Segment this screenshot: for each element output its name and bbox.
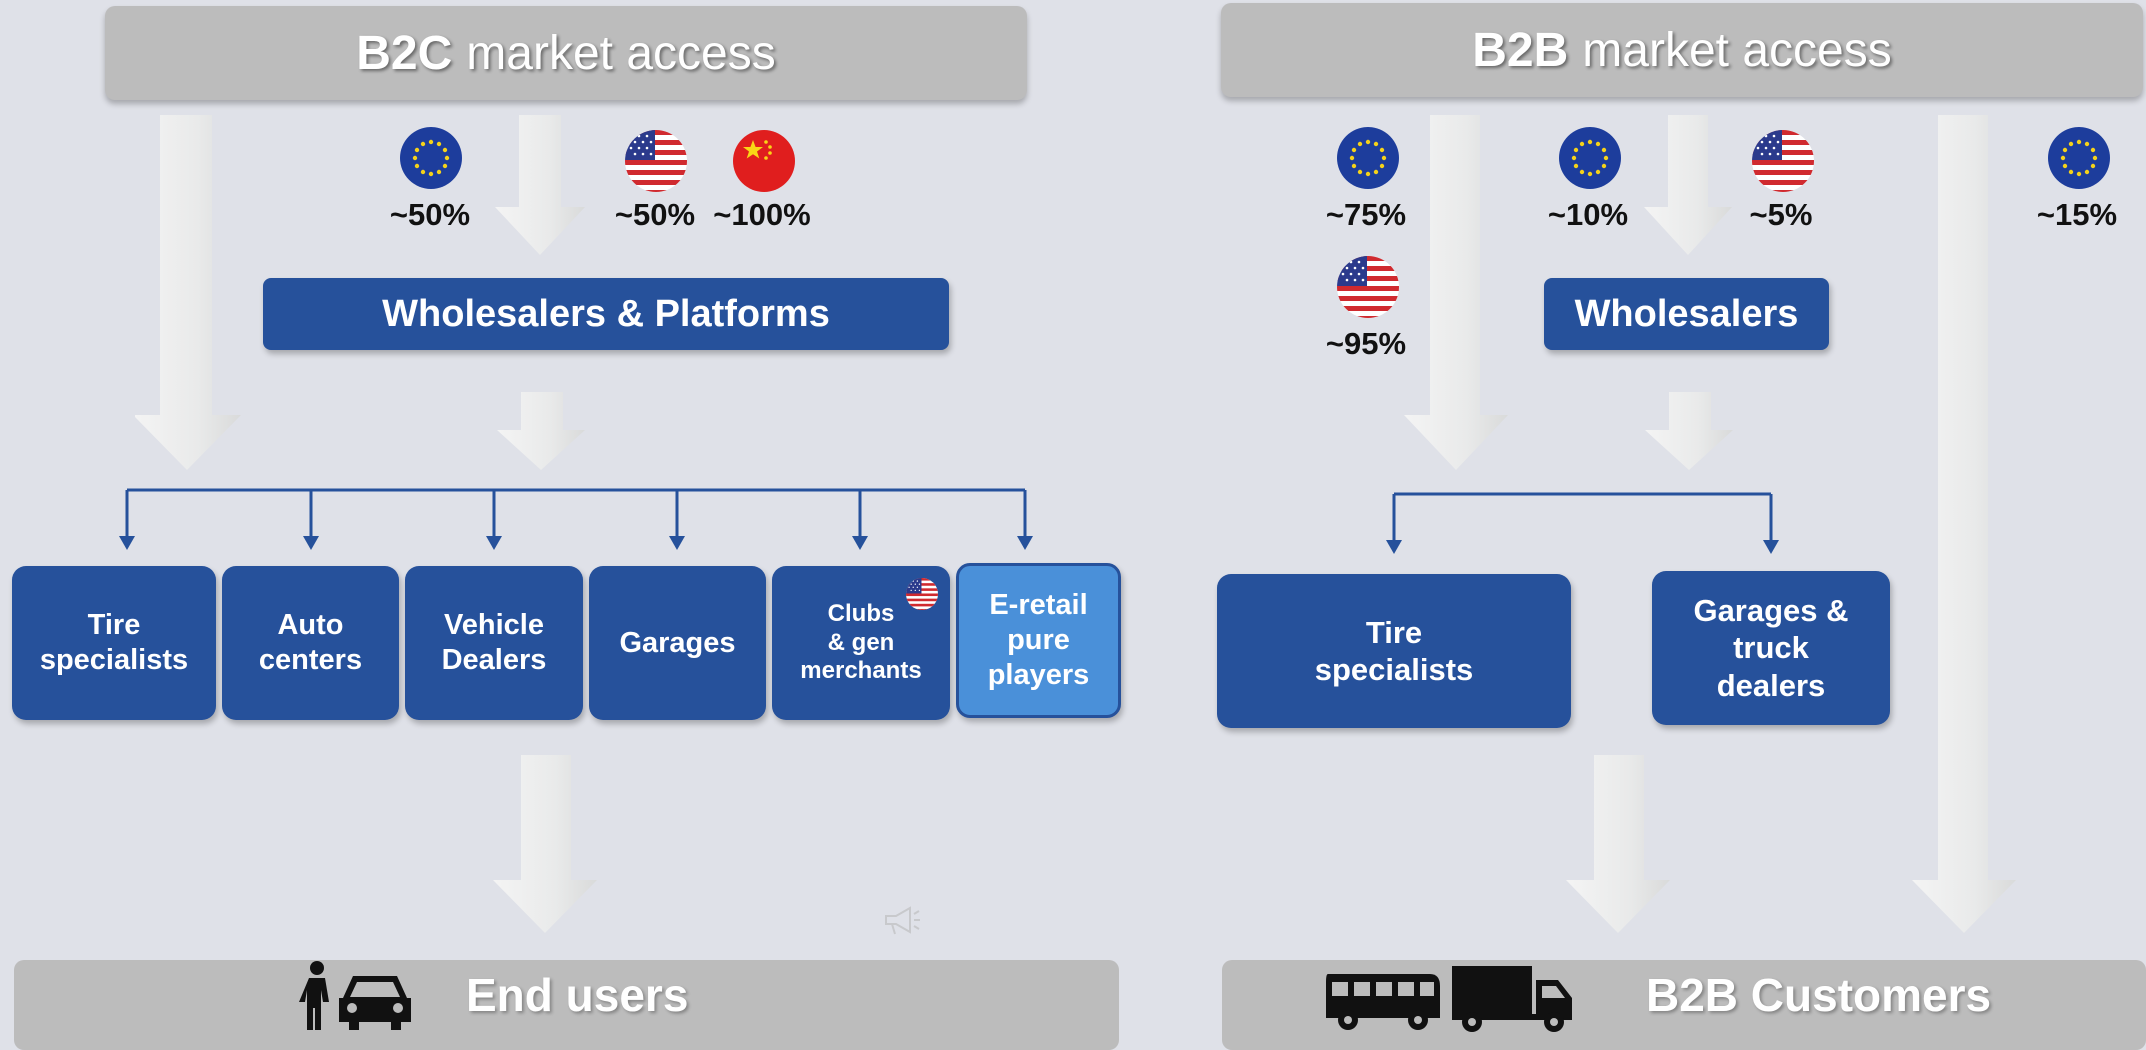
b2b-stat-us-wholesale: ~5%	[1749, 197, 1813, 232]
arrow-to-wholesalers-b2c	[495, 115, 587, 255]
b2b-header-bold: B2B	[1472, 23, 1569, 77]
b2b-stat-eu-customers: ~15%	[2036, 197, 2118, 232]
b2c-connector	[119, 488, 1033, 550]
arrow-to-end-users	[493, 755, 599, 933]
b2b-stat-us-direct: ~95%	[1325, 326, 1407, 361]
channel-garages: Garages	[589, 566, 766, 720]
b2b-stat-eu-direct: ~75%	[1325, 197, 1407, 232]
us-flag-icon	[1752, 130, 1814, 192]
b2c-stat-us: ~50%	[614, 197, 696, 232]
b2b-customers-label: B2B Customers	[1646, 969, 1992, 1021]
b2b-customers-bar: B2B Customers	[1222, 960, 2146, 1050]
arrow-to-b2b-customers	[1566, 755, 1672, 933]
b2b-header: B2B market access	[1221, 3, 2143, 97]
b2c-header-bold: B2C	[356, 26, 453, 80]
arrow-to-wholesalers-b2b	[1644, 115, 1734, 255]
car-icon	[339, 976, 411, 1030]
channel-tire-specialists: Tire specialists	[12, 566, 216, 720]
direct-arrow-b2b	[1404, 115, 1508, 470]
b2b-connector	[1386, 492, 1779, 554]
eu-flag-icon	[2048, 127, 2110, 189]
b2c-stat-eu: ~50%	[389, 197, 471, 232]
b2c-stat-china: ~100%	[713, 197, 811, 232]
channel-auto-centers: Auto centers	[222, 566, 399, 720]
b2b-channel-garages-truck-dealers: Garages & truck dealers	[1652, 571, 1890, 725]
eu-flag-icon	[1559, 127, 1621, 189]
channel-clubs-merchants: Clubs & gen merchants	[772, 566, 950, 720]
arrow-from-wholesalers-b2b	[1645, 392, 1735, 470]
truck-icon	[1452, 966, 1572, 1032]
direct-arrow-b2b-customers	[1912, 115, 2016, 933]
wholesalers-box: Wholesalers	[1544, 278, 1829, 350]
wholesalers-platforms-box: Wholesalers & Platforms	[263, 278, 949, 350]
b2c-header: B2C market access	[105, 6, 1027, 100]
direct-arrow-b2c	[135, 115, 245, 470]
bus-icon	[1326, 974, 1440, 1030]
megaphone-icon	[885, 906, 920, 935]
b2b-stat-eu-wholesale: ~10%	[1547, 197, 1629, 232]
b2b-channel-tire-specialists: Tire specialists	[1217, 574, 1571, 728]
end-users-label: End users	[466, 969, 689, 1021]
arrow-from-wholesalers-b2c	[497, 392, 587, 470]
channel-e-retail: E-retail pure players	[956, 563, 1121, 718]
channel-vehicle-dealers: Vehicle Dealers	[405, 566, 583, 720]
eu-flag-icon	[1337, 127, 1399, 189]
end-users-bar: End users	[14, 960, 1119, 1050]
b2b-header-text: market access	[1582, 23, 1892, 77]
person-icon	[299, 961, 329, 1030]
us-flag-icon	[1337, 256, 1399, 318]
us-flag-icon	[906, 578, 938, 610]
b2c-header-text: market access	[466, 26, 776, 80]
